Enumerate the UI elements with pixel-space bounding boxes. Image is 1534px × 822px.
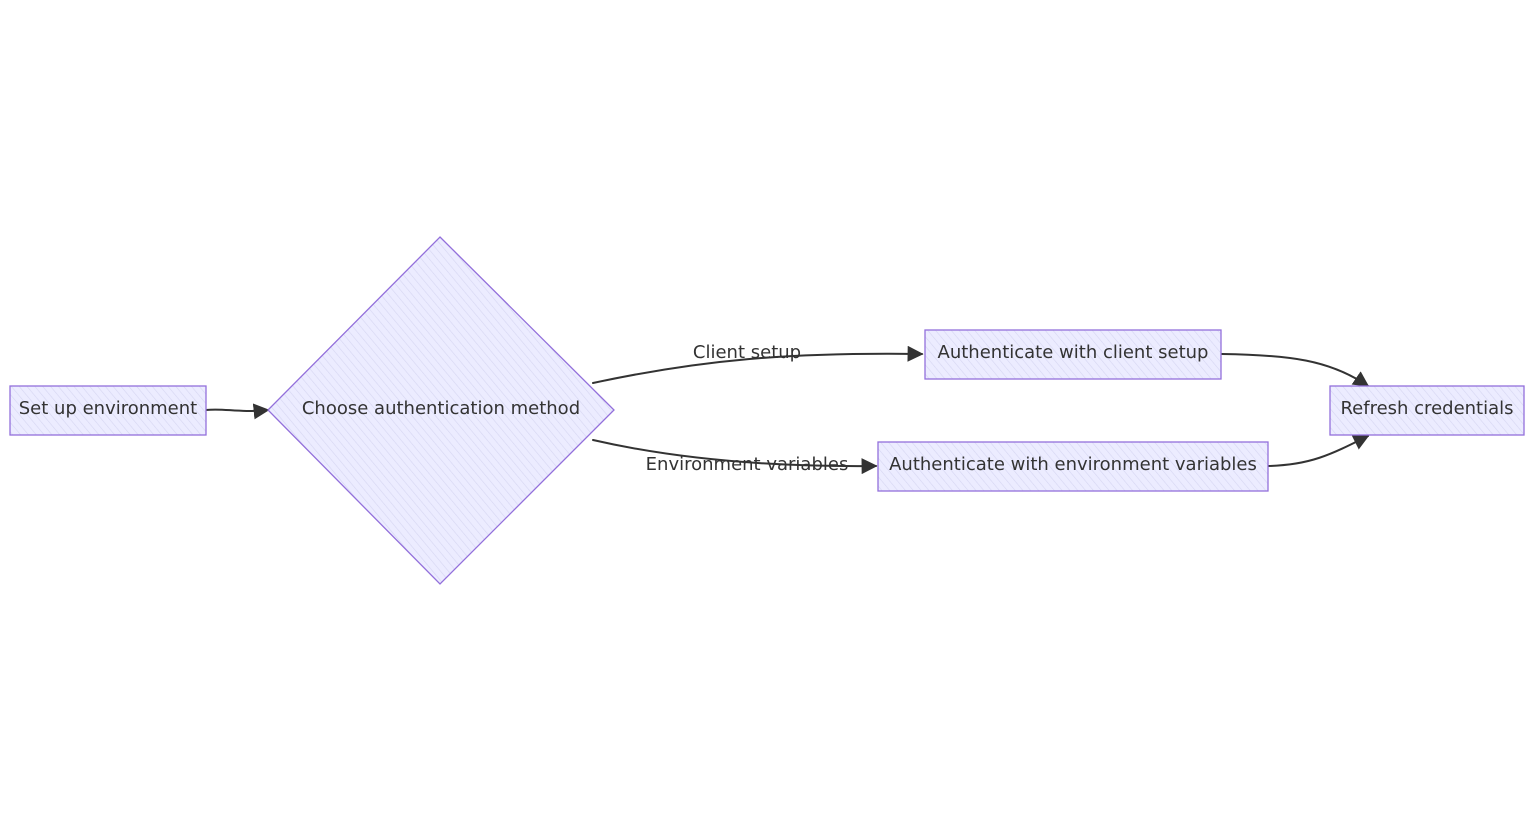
edge-choose-to-env [592, 439, 878, 475]
edge-setup-to-choose [205, 403, 270, 420]
edge-choose-to-client [592, 345, 924, 384]
edge-label-environment-variables: Environment variables [646, 454, 849, 475]
edge-env-to-refresh [1267, 435, 1370, 467]
node-env-box [877, 441, 1269, 492]
edges [205, 345, 1370, 475]
node-client-label: Authenticate with client setup [938, 342, 1209, 363]
node-env-label: Authenticate with environment variables [889, 454, 1257, 475]
node-setup-box [9, 385, 207, 436]
node-setup-label: Set up environment [19, 398, 197, 419]
node-setup[interactable]: Set up environment [9, 385, 207, 436]
node-choose-label: Choose authentication method [302, 398, 580, 419]
node-env[interactable]: Authenticate with environment variables [877, 441, 1269, 492]
node-client[interactable]: Authenticate with client setup [924, 329, 1222, 380]
edge-label-client-setup: Client setup [693, 342, 801, 363]
node-refresh[interactable]: Refresh credentials [1329, 385, 1525, 436]
node-choose-diamond [267, 236, 615, 585]
node-refresh-label: Refresh credentials [1340, 398, 1513, 419]
node-client-box [924, 329, 1222, 380]
edge-client-to-refresh [1221, 353, 1370, 387]
edge-labels: Client setup Environment variables [646, 342, 849, 475]
node-refresh-box [1329, 385, 1525, 436]
node-choose[interactable]: Choose authentication method [267, 236, 615, 585]
